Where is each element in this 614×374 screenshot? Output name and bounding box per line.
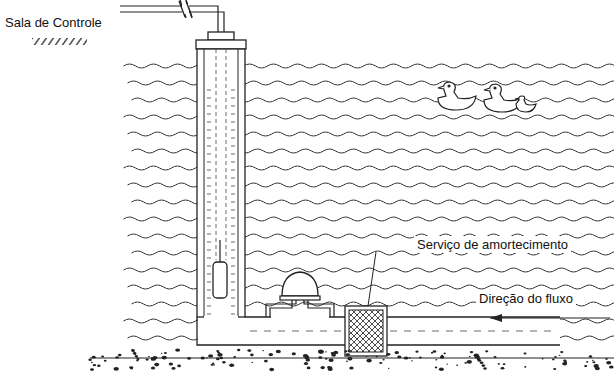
part-label: Serviço de amortecimento bbox=[414, 236, 571, 253]
stilling-pipe bbox=[197, 49, 245, 317]
riverbed bbox=[88, 348, 614, 371]
leader-line bbox=[368, 252, 376, 306]
room-label: Sala de Controle bbox=[2, 14, 105, 31]
ground-hatch bbox=[32, 38, 87, 45]
ducks bbox=[438, 82, 536, 112]
damping-device bbox=[345, 306, 387, 356]
flow-arrow bbox=[490, 314, 610, 322]
pipe-cap bbox=[196, 32, 246, 49]
flow-label: Direção do fluxo bbox=[476, 290, 576, 307]
float-chamber bbox=[266, 272, 334, 318]
level-sensor bbox=[213, 240, 227, 298]
